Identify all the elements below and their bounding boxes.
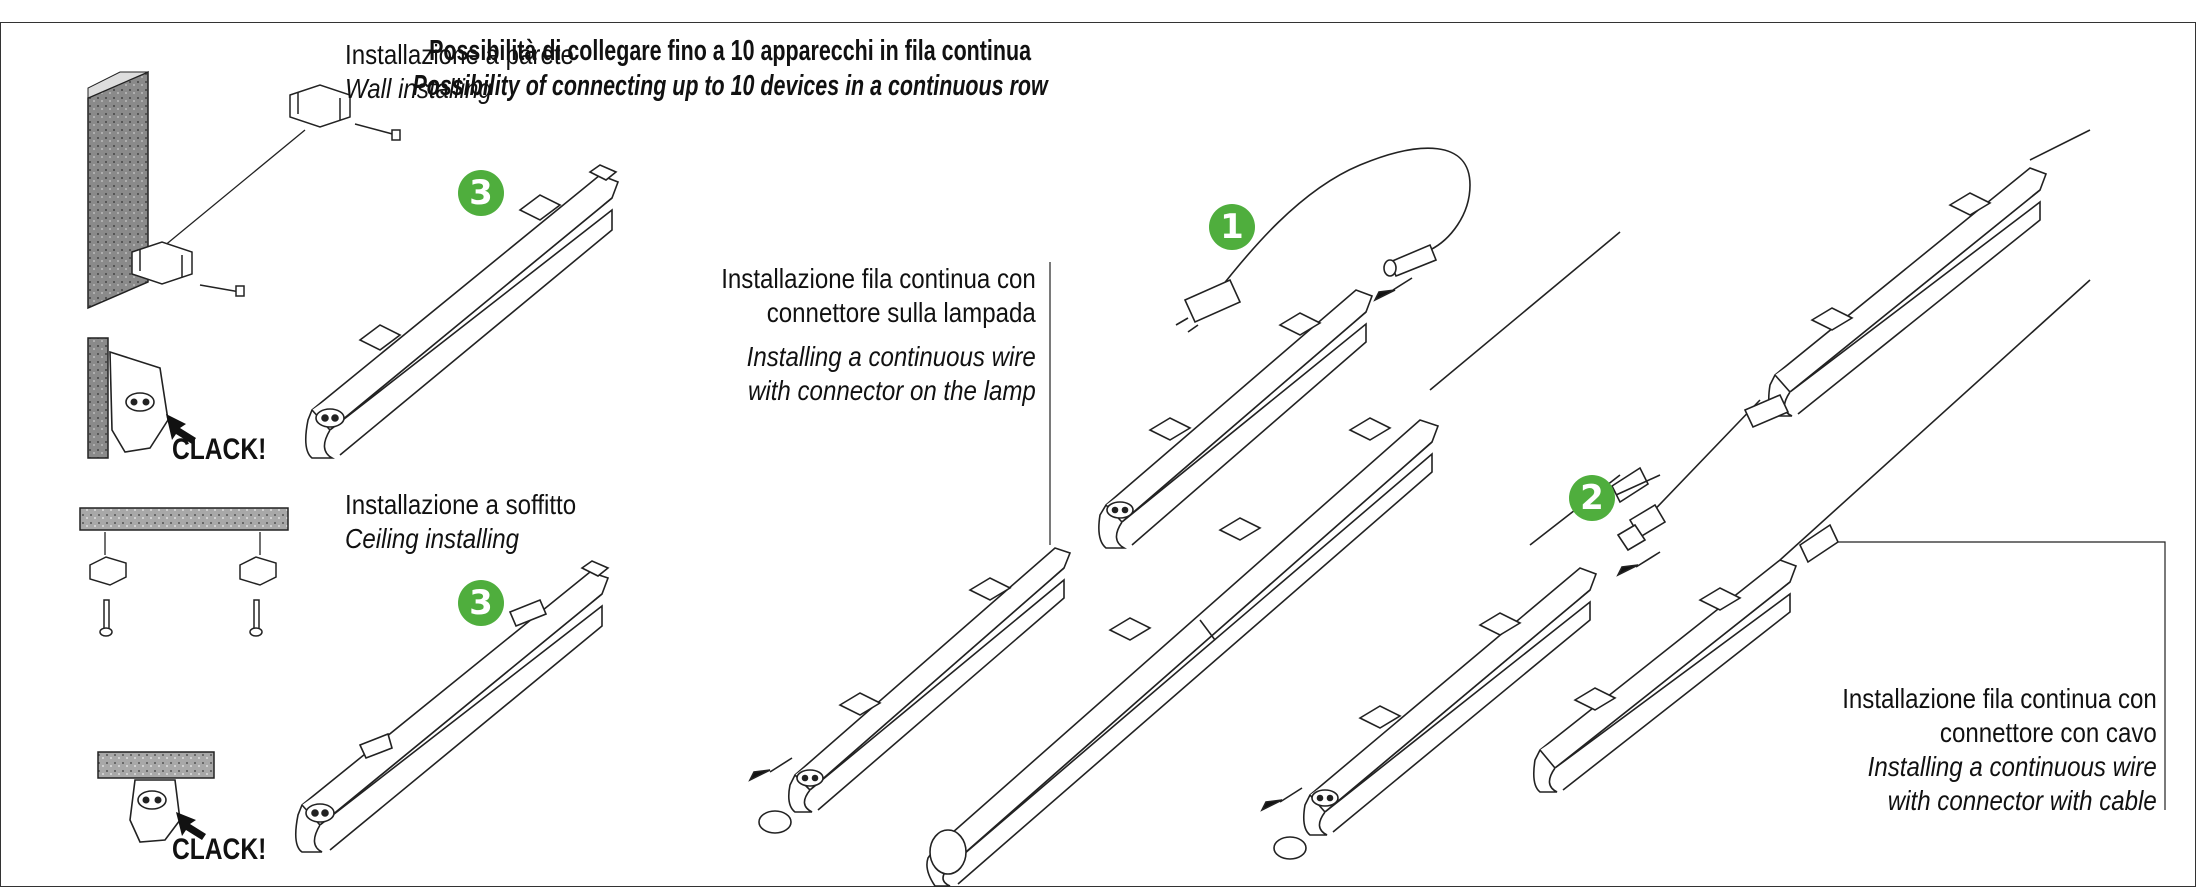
clack-label-wall: CLACK!: [172, 433, 267, 466]
lamp-connector-it-2: connettore sulla lampada: [766, 297, 1036, 328]
ceiling-title-en: Ceiling installing: [345, 523, 520, 554]
cable-connector-en-2: with connector with cable: [1887, 785, 2157, 816]
step-3-badge-ceiling: 3: [458, 580, 504, 626]
step-1-badge: 1: [1209, 204, 1255, 250]
cable-connector-it-2: connettore con cavo: [1940, 717, 2157, 748]
wall-installation-figure: [87, 70, 401, 459]
step-2-badge: 2: [1569, 475, 1615, 521]
cable-connector-en-1: Installing a continuous wire: [1867, 751, 2157, 782]
wall-title-en: Wall installing: [345, 73, 492, 104]
step-3-badge-wall: 3: [458, 170, 504, 216]
row-lamp-connector: [748, 147, 1621, 887]
clack-label-ceiling: CLACK!: [172, 833, 267, 866]
ceiling-installation-figure: [79, 507, 289, 843]
row-cable-connector: [1260, 129, 2091, 860]
diagram-frame: [0, 22, 2196, 887]
cable-connector-it-1: Installazione fila continua con: [1842, 683, 2157, 714]
ceiling-title-it: Installazione a soffitto: [345, 489, 577, 520]
wall-lamp: [304, 164, 620, 459]
ceiling-lamp: [294, 560, 610, 853]
wall-title-it: Installazione a parete: [345, 39, 574, 70]
lamp-connector-label: Installazione fila continua con connetto…: [670, 262, 1036, 408]
leader-line-cable-connector: [1838, 541, 2166, 810]
cable-connector-label: Installazione fila continua con connetto…: [1791, 682, 2157, 818]
lamp-connector-en-2: with connector on the lamp: [748, 375, 1036, 406]
lamp-connector-en-1: Installing a continuous wire: [746, 341, 1036, 372]
heading-en: Possibility of connecting up to 10 devic…: [412, 70, 1048, 102]
lamp-connector-it-1: Installazione fila continua con: [721, 263, 1036, 294]
heading-it: Possibilità di collegare fino a 10 appar…: [428, 35, 1031, 67]
